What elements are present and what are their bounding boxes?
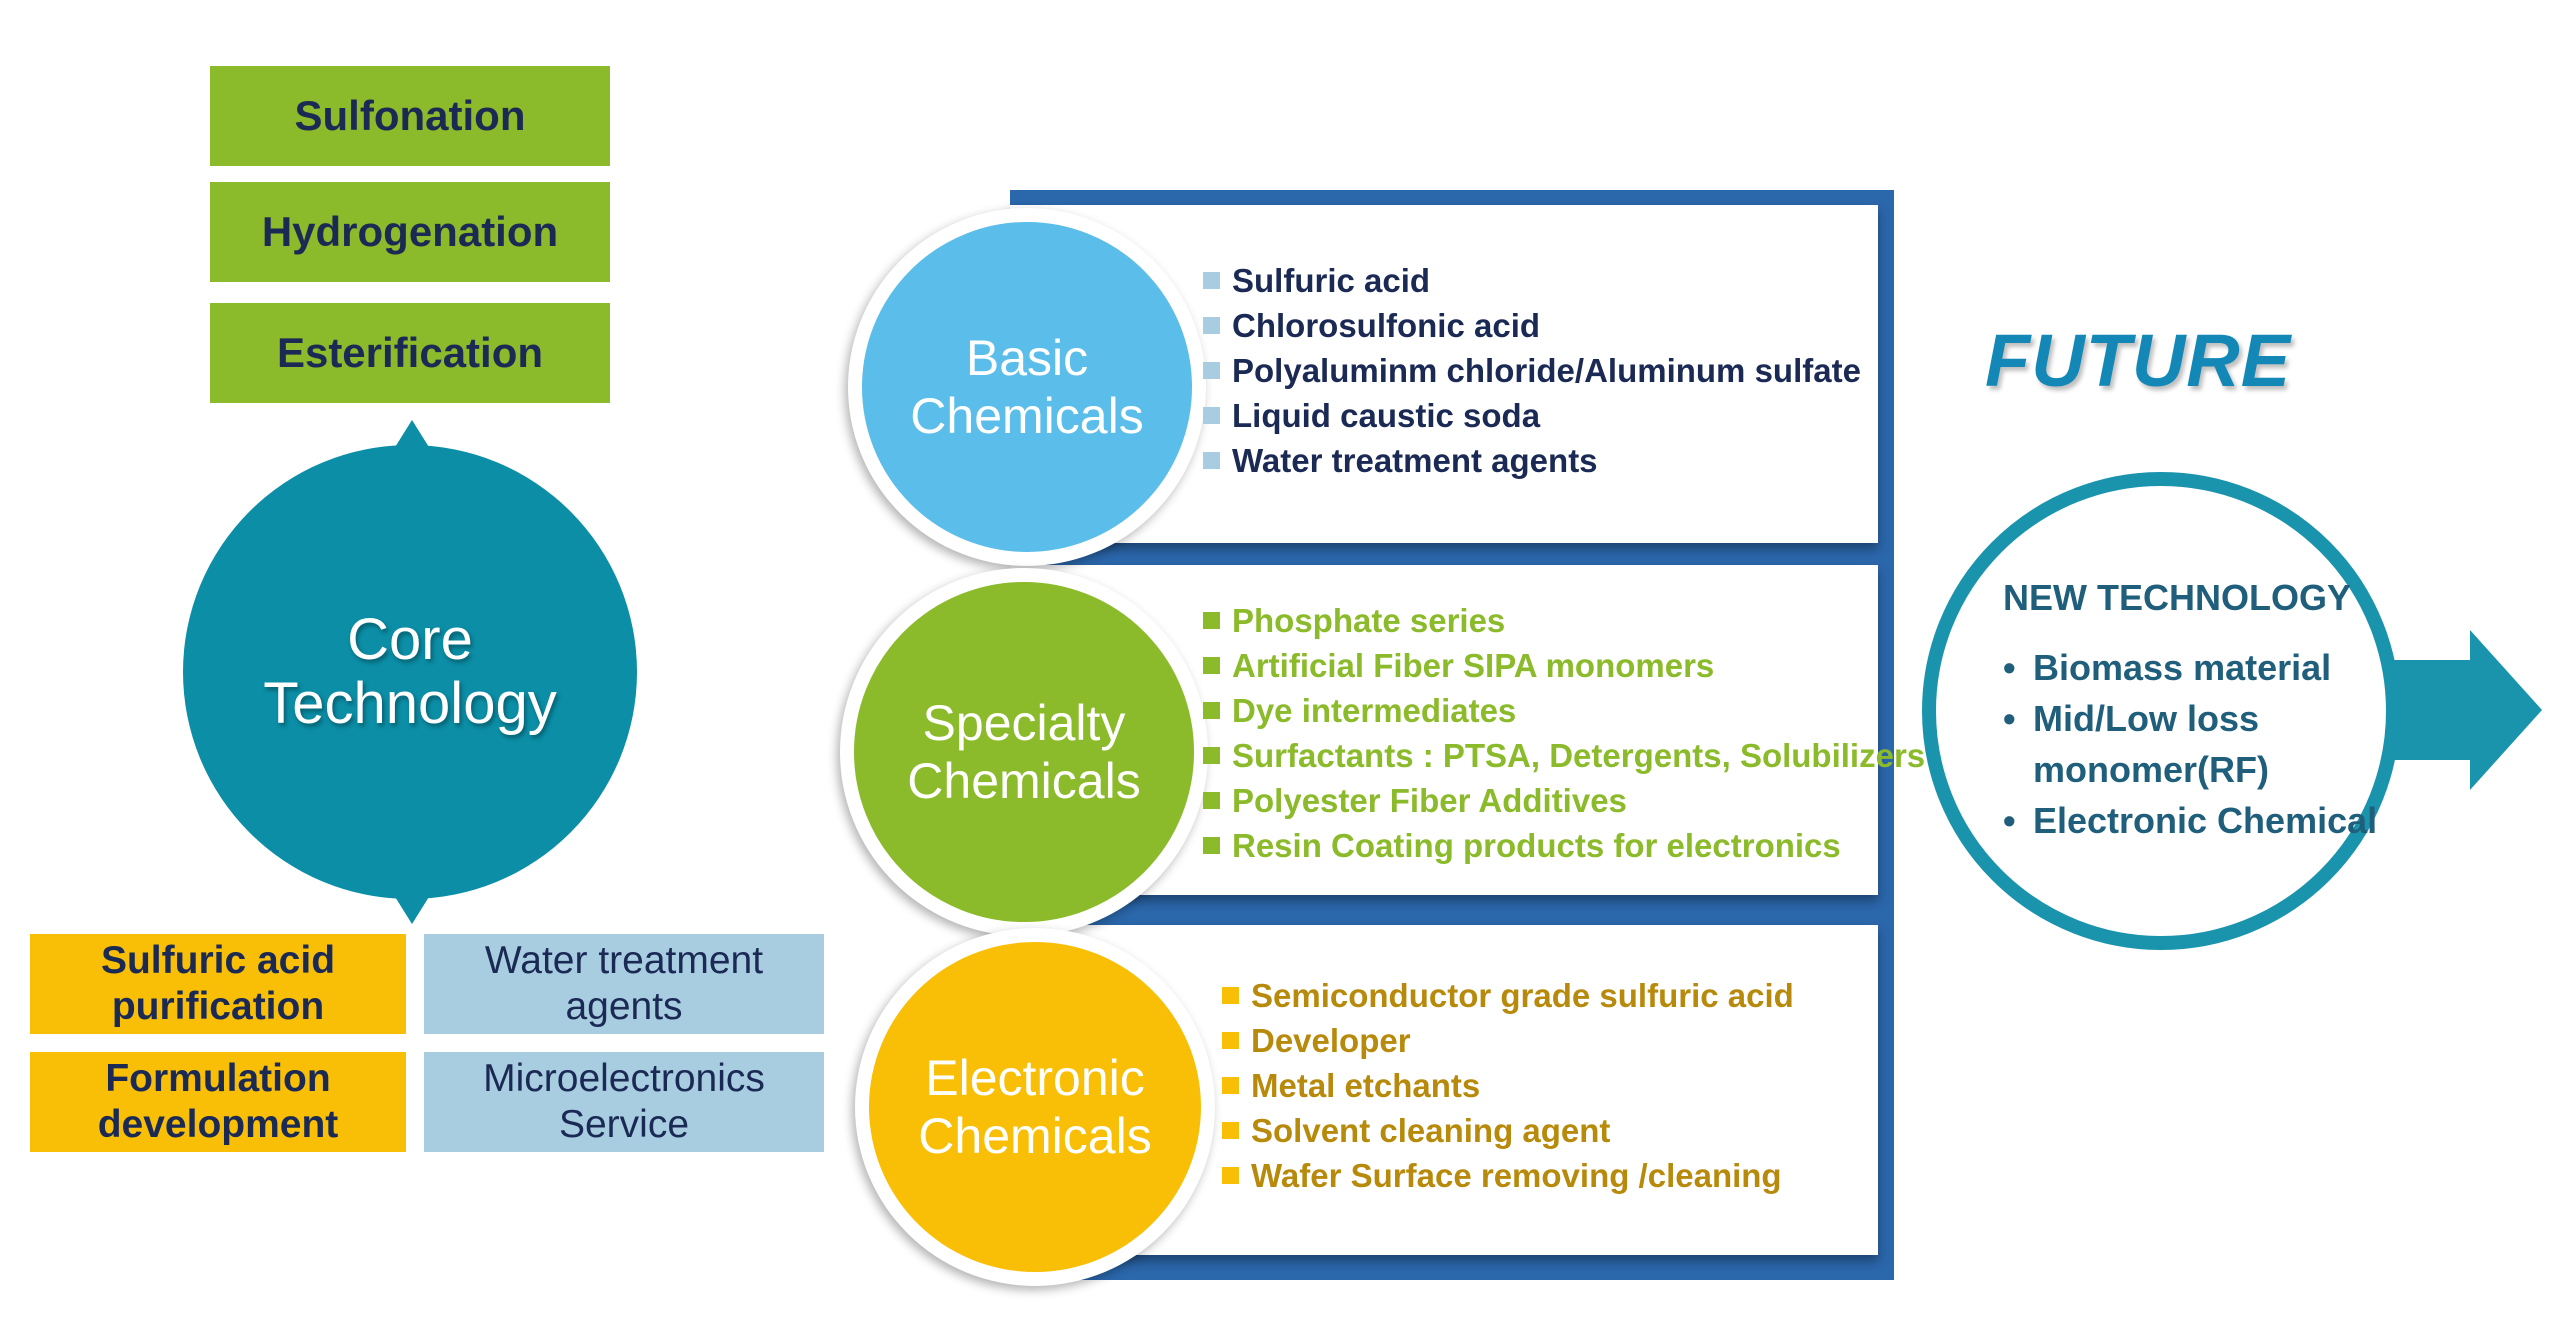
bullet-square bbox=[1222, 1167, 1239, 1184]
category-circle-basic: Basic Chemicals bbox=[848, 208, 1206, 566]
process-label: Sulfonation bbox=[294, 92, 526, 139]
item-label: Resin Coating products for electronics bbox=[1232, 827, 1841, 864]
basic-chemicals-list: Sulfuric acid Chlorosulfonic acid Polyal… bbox=[1203, 258, 1861, 483]
capability-line: Service bbox=[558, 1103, 690, 1146]
bullet-square bbox=[1203, 657, 1220, 674]
list-item: Water treatment agents bbox=[1203, 438, 1861, 483]
item-label: Developer bbox=[1251, 1022, 1411, 1059]
bullet-square bbox=[1222, 1122, 1239, 1139]
bullet-square bbox=[1222, 1032, 1239, 1049]
bullet-square bbox=[1203, 317, 1220, 334]
capability-line: purification bbox=[111, 985, 325, 1028]
bullet-square bbox=[1203, 452, 1220, 469]
process-label: Hydrogenation bbox=[261, 208, 559, 255]
list-item: Resin Coating products for electronics bbox=[1203, 823, 1925, 868]
list-item: Chlorosulfonic acid bbox=[1203, 303, 1861, 348]
list-item: Polyaluminm chloride/Aluminum sulfate bbox=[1203, 348, 1861, 393]
item-label: Polyester Fiber Additives bbox=[1232, 782, 1627, 819]
future-item-label: Electronic Chemical bbox=[2033, 800, 2378, 841]
future-item-label: Mid/Low loss monomer(RF) bbox=[2033, 698, 2269, 790]
future-item: • Electronic Chemical bbox=[2003, 795, 2383, 846]
category-circle-electronic: Electronic Chemicals bbox=[855, 928, 1215, 1286]
list-item: Solvent cleaning agent bbox=[1222, 1108, 1794, 1153]
future-item: • Mid/Low loss monomer(RF) bbox=[2003, 693, 2383, 795]
capability-line: agents bbox=[565, 985, 683, 1028]
item-label: Polyaluminm chloride/Aluminum sulfate bbox=[1232, 352, 1861, 389]
list-item: Dye intermediates bbox=[1203, 688, 1925, 733]
future-item-label: Biomass material bbox=[2033, 647, 2332, 688]
list-item: Developer bbox=[1222, 1018, 1794, 1063]
down-pointer bbox=[392, 892, 432, 924]
category-label: Chemicals bbox=[918, 1108, 1152, 1164]
bullet-square bbox=[1203, 362, 1220, 379]
category-label: Specialty bbox=[922, 695, 1126, 751]
future-item: • Biomass material bbox=[2003, 642, 2383, 693]
item-label: Artificial Fiber SIPA monomers bbox=[1232, 647, 1715, 684]
core-line-1: Core bbox=[347, 607, 473, 672]
future-list: • Biomass material • Mid/Low loss monomer(… bbox=[2003, 642, 2383, 846]
bullet-square bbox=[1222, 1077, 1239, 1094]
list-item: Artificial Fiber SIPA monomers bbox=[1203, 643, 1925, 688]
item-label: Phosphate series bbox=[1232, 602, 1506, 639]
bullet-square bbox=[1203, 702, 1220, 719]
list-item: Metal etchants bbox=[1222, 1063, 1794, 1108]
bullet-square bbox=[1203, 612, 1220, 629]
list-item: Phosphate series bbox=[1203, 598, 1925, 643]
bullet-square bbox=[1203, 747, 1220, 764]
future-arrow-head-icon bbox=[2470, 630, 2542, 790]
bullet-square bbox=[1203, 407, 1220, 424]
category-label: Basic bbox=[965, 330, 1089, 386]
core-line-2: Technology bbox=[263, 671, 557, 736]
item-label: Water treatment agents bbox=[1232, 442, 1598, 479]
list-item: Semiconductor grade sulfuric acid bbox=[1222, 973, 1794, 1018]
process-hydrogenation: Hydrogenation bbox=[210, 182, 610, 282]
item-label: Liquid caustic soda bbox=[1232, 397, 1541, 434]
list-item: Liquid caustic soda bbox=[1203, 393, 1861, 438]
item-label: Semiconductor grade sulfuric acid bbox=[1251, 977, 1794, 1014]
item-label: Chlorosulfonic acid bbox=[1232, 307, 1541, 344]
capability-line: development bbox=[97, 1103, 339, 1146]
process-label: Esterification bbox=[276, 329, 544, 376]
item-label: Sulfuric acid bbox=[1232, 262, 1431, 299]
item-label: Dye intermediates bbox=[1232, 692, 1517, 729]
item-label: Wafer Surface removing /cleaning bbox=[1251, 1157, 1782, 1194]
electronic-chemicals-list: Semiconductor grade sulfuric acid Develo… bbox=[1222, 973, 1794, 1198]
bullet: • bbox=[2003, 647, 2016, 688]
bullet-square bbox=[1222, 987, 1239, 1004]
bullet: • bbox=[2003, 800, 2016, 841]
capability-line: Sulfuric acid bbox=[100, 939, 336, 982]
category-label: Electronic bbox=[925, 1050, 1145, 1106]
item-label: Solvent cleaning agent bbox=[1251, 1112, 1611, 1149]
bullet-square bbox=[1203, 272, 1220, 289]
core-technology-circle: Core Technology bbox=[183, 445, 637, 899]
capability-line: Formulation bbox=[105, 1057, 331, 1100]
new-technology-heading: NEW TECHNOLOGY bbox=[2003, 577, 2351, 618]
list-item: Sulfuric acid bbox=[1203, 258, 1861, 303]
list-item: Wafer Surface removing /cleaning bbox=[1222, 1153, 1794, 1198]
process-sulfonation: Sulfonation bbox=[210, 66, 610, 166]
bullet: • bbox=[2003, 698, 2016, 739]
list-item: Polyester Fiber Additives bbox=[1203, 778, 1925, 823]
category-label: Chemicals bbox=[910, 388, 1144, 444]
item-label: Surfactants : PTSA, Detergents, Solubili… bbox=[1232, 737, 1926, 774]
category-circle-specialty: Specialty Chemicals bbox=[840, 568, 1208, 936]
process-esterification: Esterification bbox=[210, 303, 610, 403]
bullet-square bbox=[1203, 837, 1220, 854]
capability-line: Microelectronics bbox=[483, 1057, 765, 1100]
future-title: FUTURE bbox=[1985, 319, 2292, 402]
specialty-chemicals-list: Phosphate series Artificial Fiber SIPA m… bbox=[1203, 598, 1925, 868]
category-label: Chemicals bbox=[907, 753, 1141, 809]
bullet-square bbox=[1203, 792, 1220, 809]
list-item: Surfactants : PTSA, Detergents, Solubili… bbox=[1203, 733, 1925, 778]
capability-line: Water treatment bbox=[484, 939, 764, 982]
item-label: Metal etchants bbox=[1251, 1067, 1481, 1104]
